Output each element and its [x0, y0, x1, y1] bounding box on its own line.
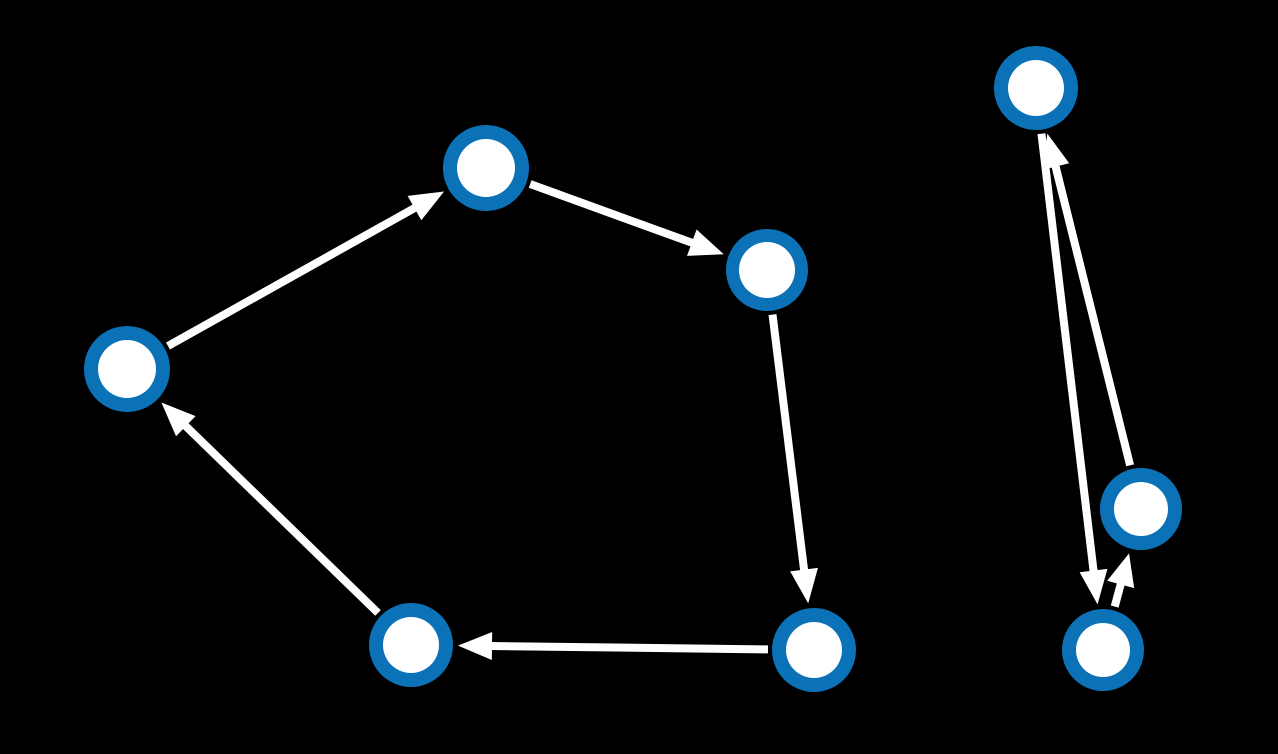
graph-node[interactable]	[443, 125, 529, 211]
edge-line	[768, 314, 809, 573]
arrowhead-icon	[1042, 133, 1070, 170]
node-core	[1114, 482, 1168, 536]
graph-edge[interactable]	[1042, 133, 1134, 467]
edge-line	[166, 203, 419, 350]
arrowhead-icon	[161, 402, 196, 437]
arrowhead-icon	[458, 632, 493, 660]
graph-node[interactable]	[1100, 468, 1182, 550]
graph-node[interactable]	[726, 229, 808, 311]
edge-line	[1051, 163, 1134, 467]
graph-edge[interactable]	[458, 632, 769, 660]
node-core	[383, 617, 439, 673]
graph-node[interactable]	[84, 326, 170, 412]
node-core	[1008, 60, 1064, 116]
edge-line	[181, 421, 381, 616]
graph-node[interactable]	[994, 46, 1078, 130]
arrowhead-icon	[1079, 568, 1108, 605]
nodes-layer	[84, 46, 1182, 692]
arrowhead-icon	[407, 191, 445, 221]
graph-edge[interactable]	[768, 314, 818, 604]
edge-line	[1037, 133, 1098, 574]
graph-node[interactable]	[1062, 609, 1144, 691]
graph-edge[interactable]	[1037, 133, 1108, 605]
graph-edge[interactable]	[166, 191, 445, 350]
node-core	[98, 340, 156, 398]
node-core	[739, 242, 795, 298]
arrowhead-icon	[790, 567, 818, 604]
graph-node[interactable]	[772, 608, 856, 692]
node-core	[1076, 623, 1130, 677]
arrowhead-icon	[1107, 553, 1135, 589]
edge-line	[489, 641, 769, 654]
node-core	[786, 622, 842, 678]
edges-layer	[161, 133, 1135, 660]
node-core	[457, 139, 515, 197]
graph-edge[interactable]	[528, 180, 724, 256]
edge-line	[528, 180, 696, 248]
graph-edge[interactable]	[1107, 553, 1135, 608]
arrowhead-icon	[687, 229, 724, 256]
edge-line	[1110, 581, 1126, 608]
graph-edge[interactable]	[161, 402, 381, 616]
graph-node[interactable]	[369, 603, 453, 687]
